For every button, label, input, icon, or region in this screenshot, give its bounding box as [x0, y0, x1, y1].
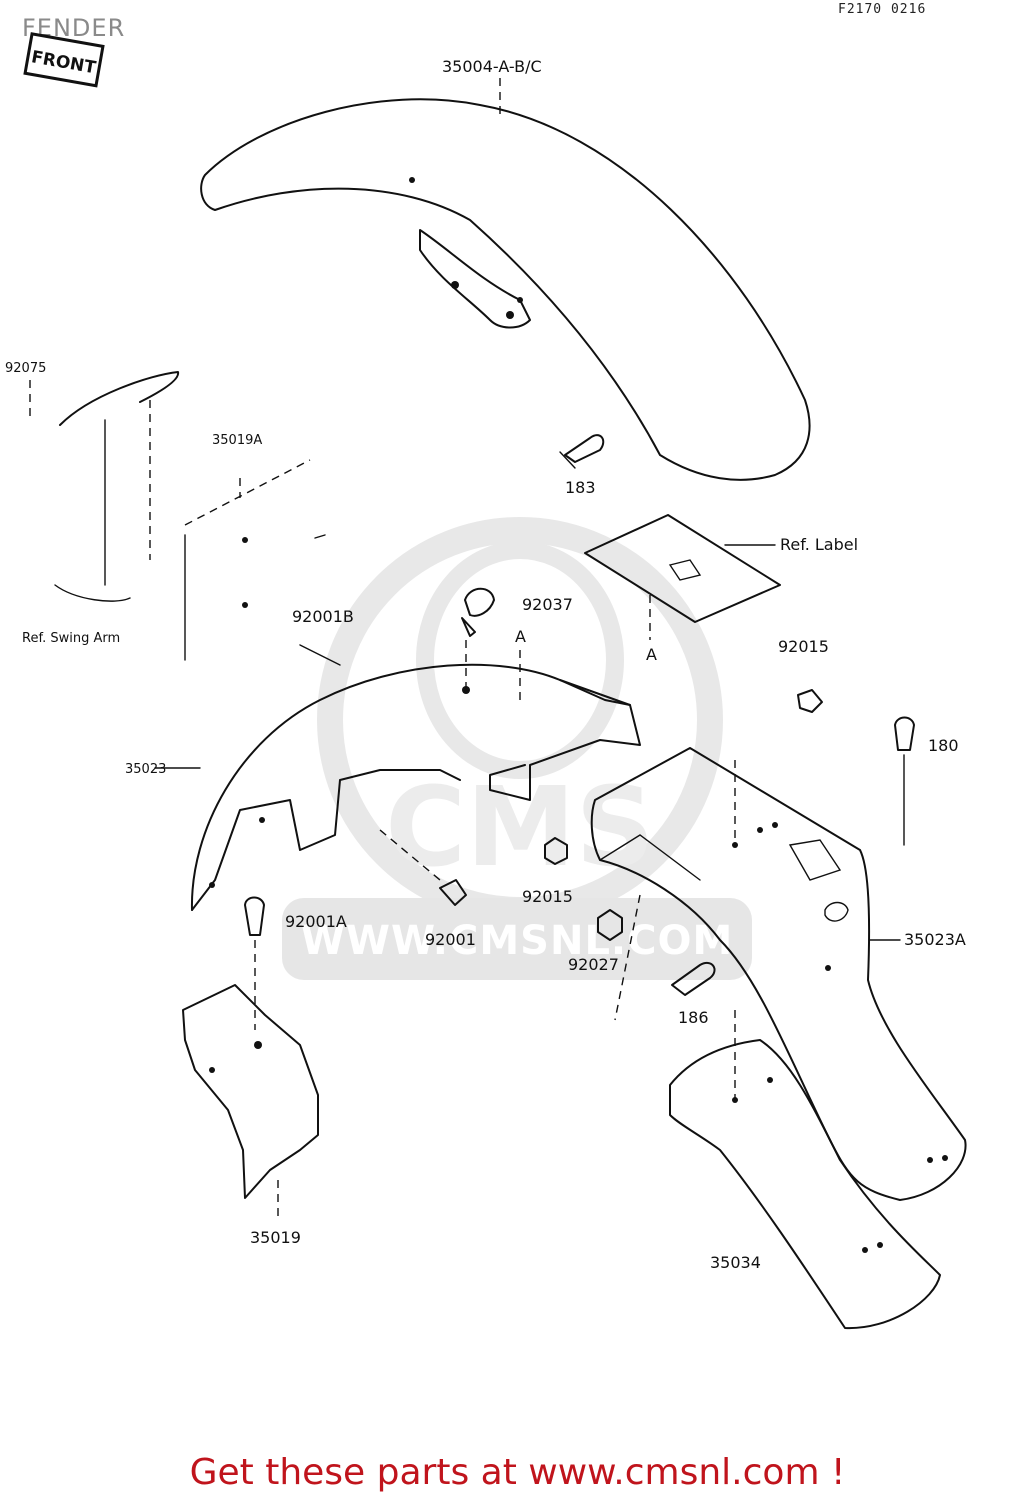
label-part-35019A: 35019A: [212, 433, 262, 448]
label-marker-a-card: A: [646, 645, 657, 664]
footer-parts-link[interactable]: Get these parts at www.cmsnl.com !: [189, 1452, 846, 1493]
rear-mudguard-35034: [669, 1039, 941, 1330]
exploded-parts-diagram: CMS WWW.CMSNL.COM FRONT: [5, 32, 967, 1330]
label-front-fender: 35004-A-B/C: [442, 57, 542, 76]
label-part-92075: 92075: [5, 361, 46, 376]
label-part-35023: 35023: [125, 762, 166, 777]
watermark-logo: CMS: [385, 763, 654, 891]
label-part-92027: 92027: [568, 955, 619, 974]
label-part-92015-middle: 92015: [522, 887, 573, 906]
bolt-180: [894, 716, 915, 846]
grommet-92037: [461, 587, 495, 637]
label-part-92001A: 92001A: [285, 912, 347, 931]
chain-guard-35019: [182, 984, 319, 1222]
watermark-url: WWW.CMSNL.COM: [301, 918, 734, 964]
swing-arm-reference: [29, 371, 180, 602]
nut-92027: [597, 909, 623, 941]
label-part-92037: 92037: [522, 595, 573, 614]
label-part-180: 180: [928, 736, 959, 755]
label-ref-label: Ref. Label: [780, 535, 858, 554]
front-direction-badge: FRONT: [23, 32, 105, 88]
rear-fender-35023A: [590, 747, 967, 1201]
diagram-code: F2170 0216: [838, 2, 927, 17]
bolt-183: [559, 434, 605, 469]
page-title: FENDER: [22, 14, 126, 42]
rear-fender-front-section: [154, 640, 641, 911]
nut-92015-middle: [544, 837, 568, 865]
label-part-92015-top: 92015: [778, 637, 829, 656]
label-bolt-186: 186: [678, 1008, 709, 1027]
front-fender: [200, 98, 811, 481]
bolt-186: [671, 961, 716, 996]
label-part-35019: 35019: [250, 1228, 301, 1247]
label-part-35023A: 35023A: [904, 930, 966, 949]
label-part-35034: 35034: [710, 1253, 761, 1272]
bracket-35019A: [184, 459, 326, 661]
bolt-92001A: [244, 896, 265, 1030]
nut-92015-upper: [797, 689, 823, 713]
label-part-92001: 92001: [425, 930, 476, 949]
label-ref-swing-arm: Ref. Swing Arm: [22, 631, 120, 646]
label-bolt-183: 183: [565, 478, 596, 497]
cms-watermark: CMS WWW.CMSNL.COM: [282, 517, 752, 980]
label-part-92001B: 92001B: [292, 607, 354, 626]
bolt-92001: [379, 829, 467, 906]
label-marker-a-top: A: [515, 627, 526, 646]
front-badge-label: FRONT: [30, 47, 98, 78]
reference-label-sticker: [584, 514, 781, 640]
